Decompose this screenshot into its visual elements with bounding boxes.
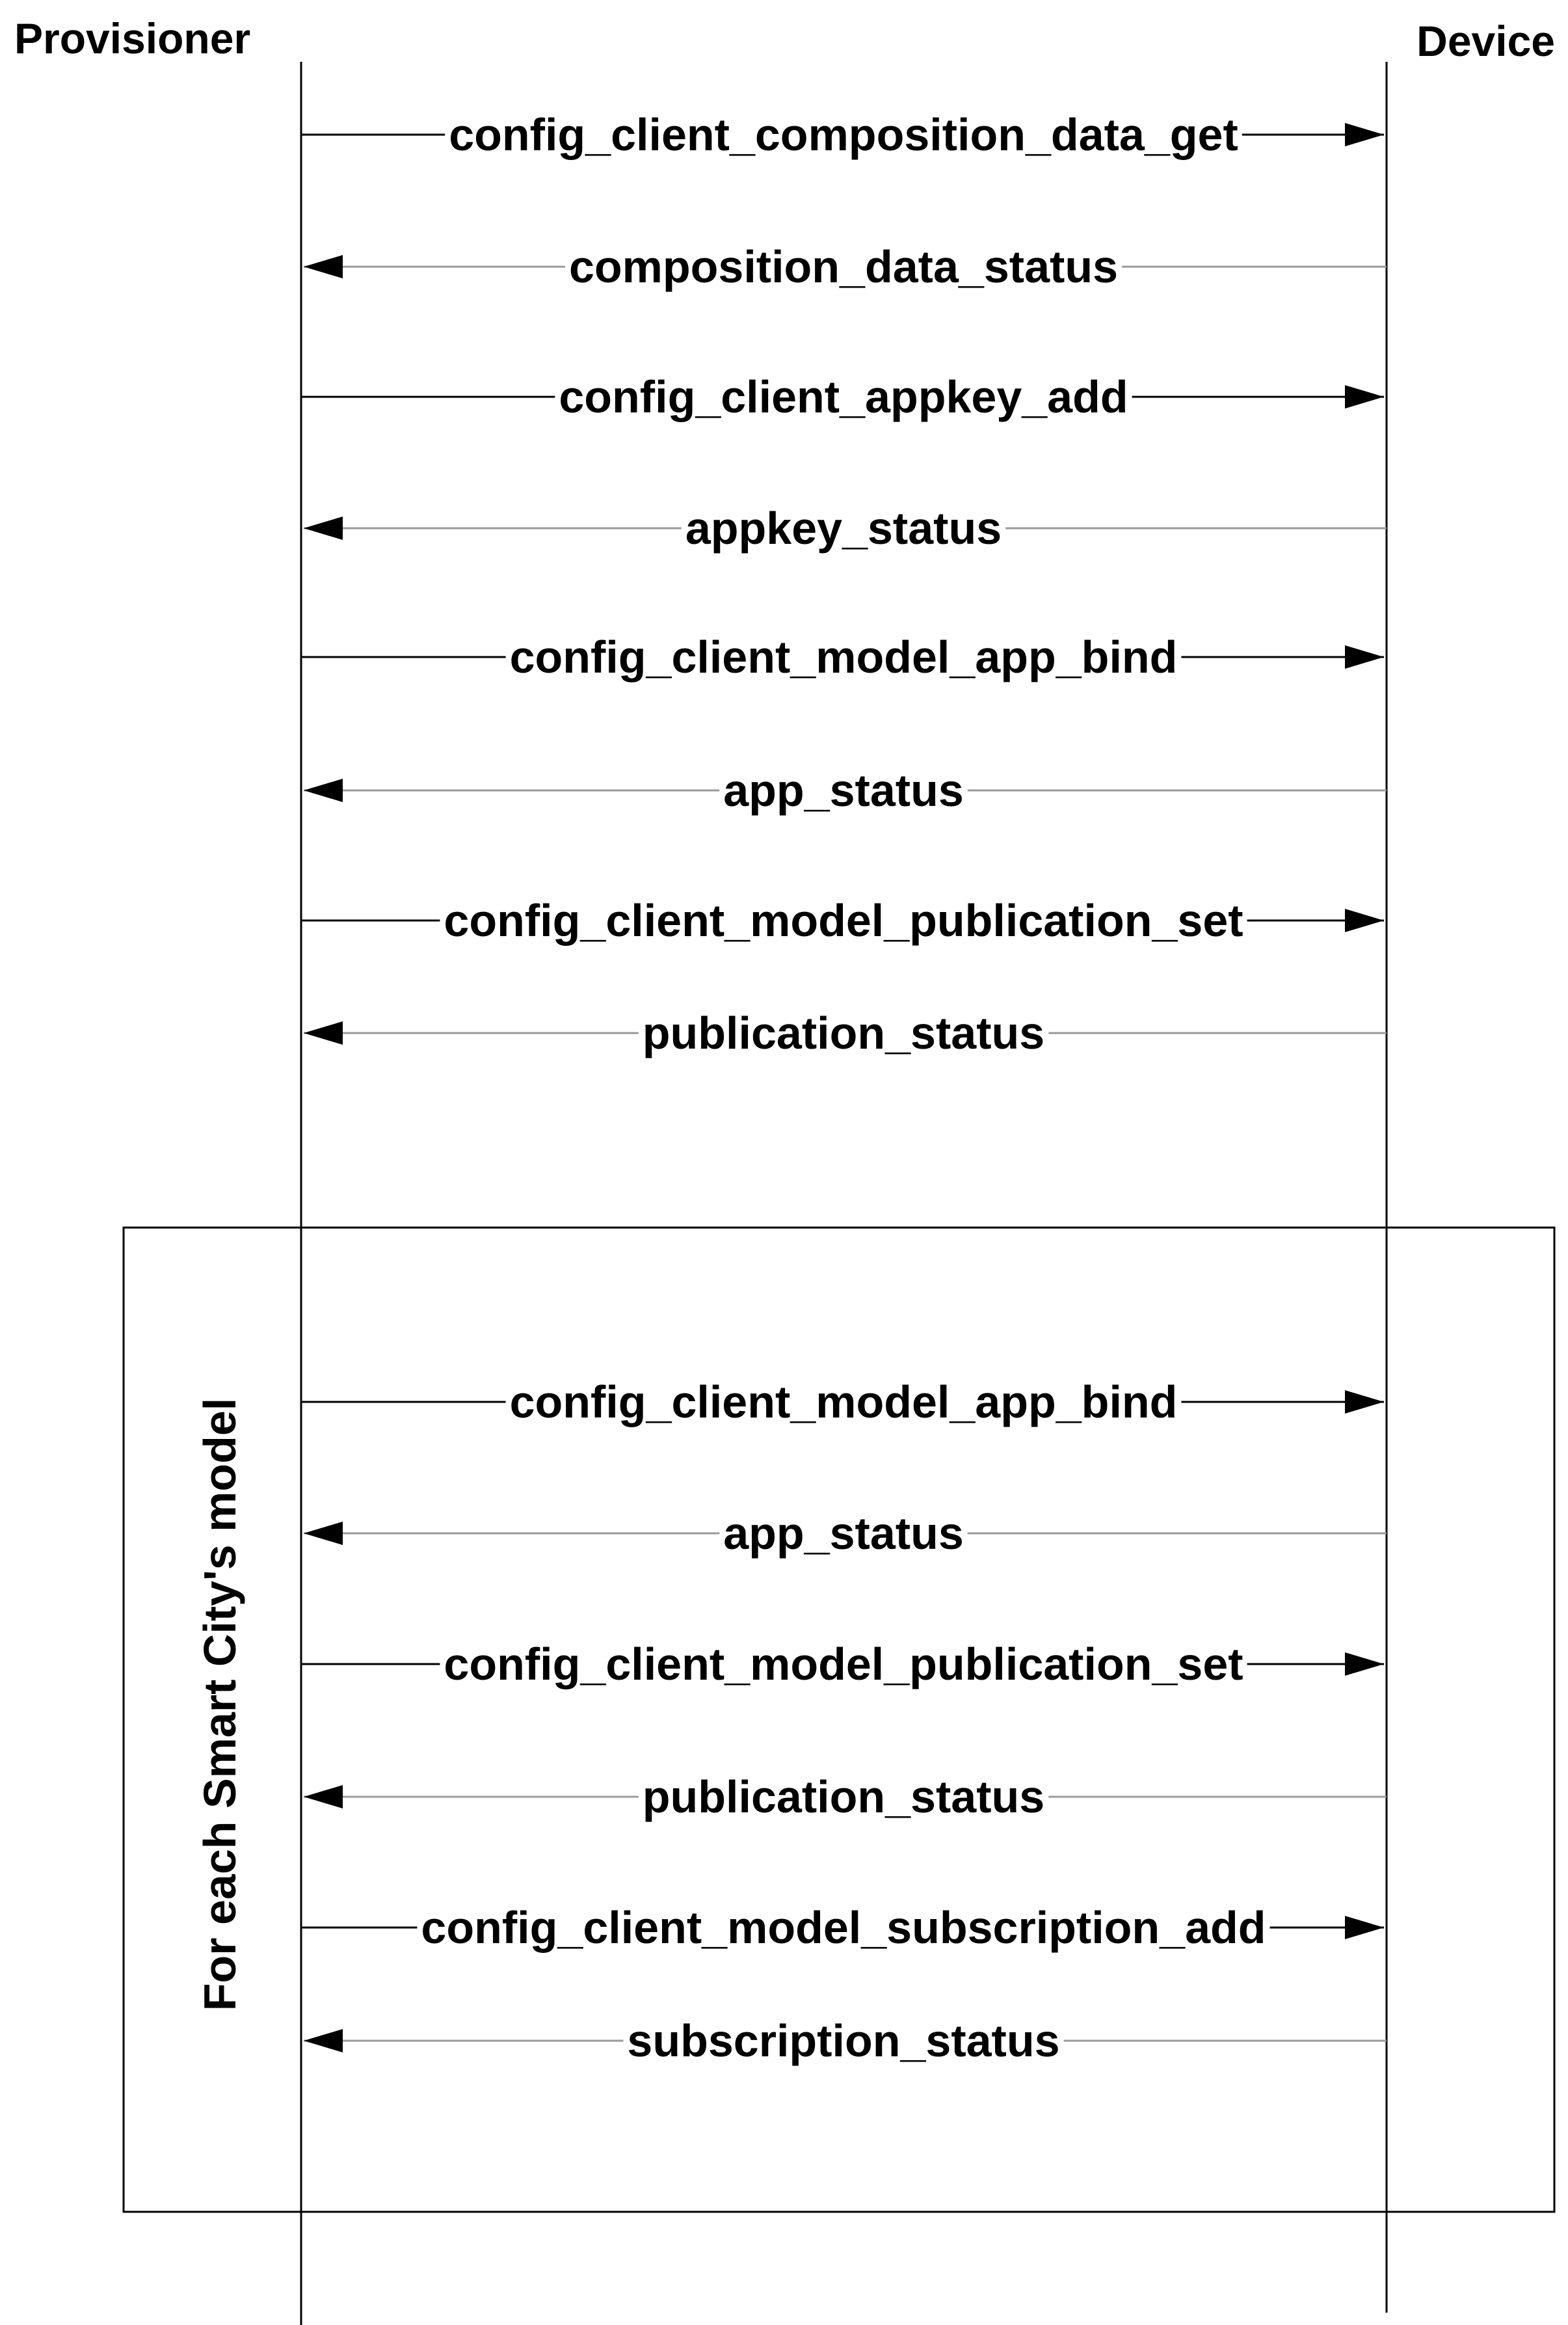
message-label: config_client_model_app_bind [510,1377,1178,1427]
message-label: publication_status [643,1771,1044,1822]
loop-message-5: subscription_status [304,2015,1387,2066]
loop-message-0: config_client_model_app_bind [301,1377,1384,1427]
loop-message-1: app_status [304,1508,1387,1559]
message-arrowhead [1345,123,1384,146]
loop-label: For each Smart City's model [194,1398,245,2011]
message-arrowhead [304,1522,343,1545]
message-label-background [719,771,968,810]
message-arrowhead [304,779,343,802]
top-message-1: composition_data_status [304,241,1387,292]
message-label: app_status [723,1508,964,1559]
message-label-background [440,1645,1247,1684]
participant-device-label: Device [1416,17,1555,65]
message-label-background [623,2021,1064,2060]
top-message-0: config_client_composition_data_get [301,109,1384,160]
loop-frame [122,1226,1556,2213]
message-label: publication_status [643,1008,1044,1058]
message-label-background [417,1908,1270,1947]
loop-message-4: config_client_model_subscription_add [301,1902,1384,1953]
message-label-background [565,247,1123,286]
message-arrowhead [304,1021,343,1045]
message-label: config_client_model_subscription_add [421,1902,1266,1953]
message-label-background [681,509,1006,548]
message-arrowhead [304,1785,343,1808]
message-label-background [638,1014,1049,1053]
message-arrowhead [1345,385,1384,409]
top-message-2: config_client_appkey_add [301,371,1384,422]
message-label: config_client_model_publication_set [444,895,1243,946]
top-message-6: config_client_model_publication_set [301,895,1384,946]
message-label-background [505,1382,1182,1421]
message-label: subscription_status [627,2015,1059,2066]
message-label: config_client_model_publication_set [444,1639,1243,1689]
message-label: config_client_model_app_bind [510,632,1178,682]
participant-provisioner-label: Provisioner [14,14,250,62]
top-message-5: app_status [304,765,1387,816]
message-label-background [638,1777,1049,1816]
message-arrowhead [304,255,343,278]
message-label: composition_data_status [569,241,1118,292]
message-arrowhead [1345,1652,1384,1676]
loop-message-3: publication_status [304,1771,1387,1822]
message-label: config_client_composition_data_get [449,109,1238,160]
message-arrowhead [1345,1916,1384,1939]
message-arrowhead [1345,1390,1384,1414]
message-arrowhead [304,517,343,540]
message-label: app_status [723,765,964,816]
message-label-background [445,115,1242,154]
message-label-background [440,901,1247,940]
message-label: config_client_appkey_add [559,371,1128,422]
message-label: appkey_status [685,503,1002,554]
top-message-4: config_client_model_app_bind [301,632,1384,682]
loop-message-2: config_client_model_publication_set [301,1639,1384,1689]
top-message-7: publication_status [304,1008,1387,1058]
message-arrowhead [1345,909,1384,932]
message-arrowhead [1345,645,1384,669]
messages-layer: config_client_composition_data_getcompos… [301,109,1387,2066]
message-label-background [555,377,1132,416]
message-label-background [719,1514,968,1553]
top-message-3: appkey_status [304,503,1387,554]
message-arrowhead [304,2029,343,2052]
message-label-background [505,638,1182,677]
